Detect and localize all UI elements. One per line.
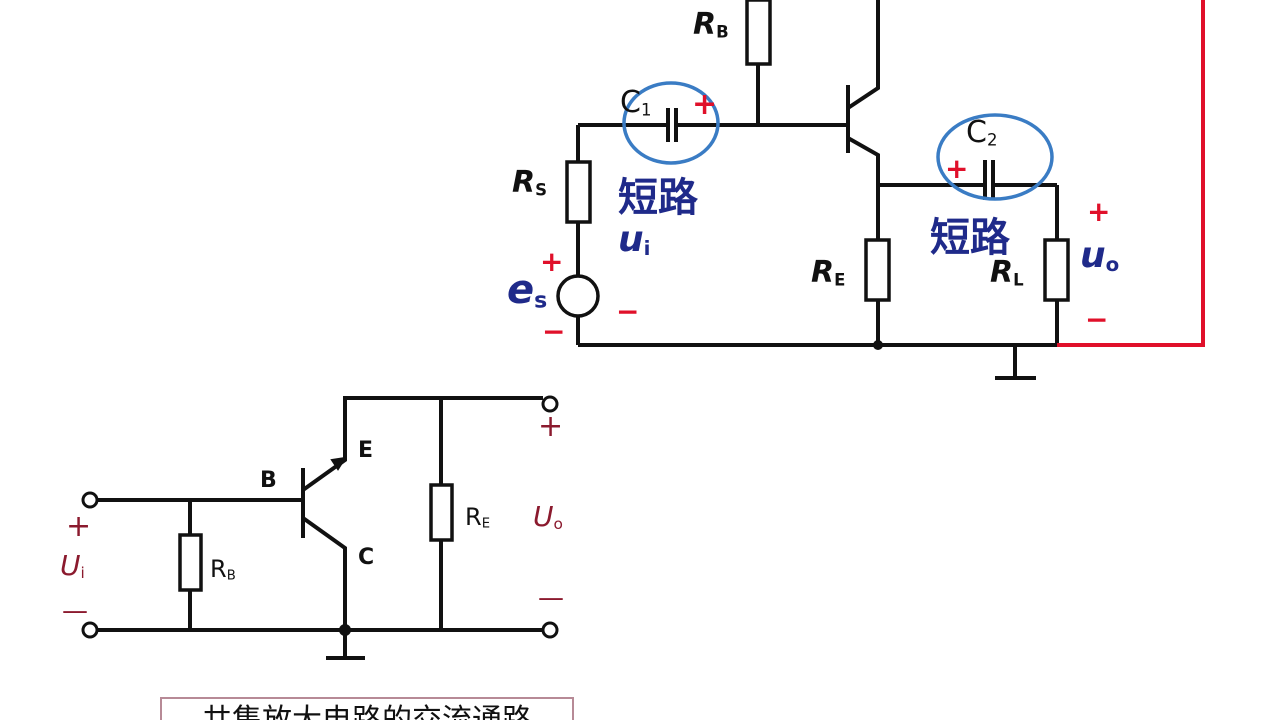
ui-minus-bottom: — (62, 596, 88, 626)
c1-plus: + (692, 87, 718, 122)
label-es: es (507, 267, 548, 314)
label-uo: uo (1080, 235, 1120, 276)
bottom-circuit-wires (97, 396, 543, 660)
resistor-rs (565, 160, 592, 224)
ui-plus: + (66, 509, 92, 544)
resistor-rb-bottom (178, 533, 203, 592)
es-minus: − (542, 315, 566, 348)
top-circuit-wires (576, 0, 1059, 380)
ui-minus: − (616, 295, 640, 328)
label-rs: RS (512, 165, 547, 200)
label-ui-bottom: Ui (60, 549, 85, 583)
label-rb: RB (693, 7, 729, 42)
label-c1: C1 (620, 85, 652, 120)
terminal-output-bottom (541, 621, 559, 639)
resistor-re (864, 238, 891, 302)
short-circuit-label-1: 短路 (618, 175, 698, 221)
label-b: B (260, 468, 277, 493)
label-rb-bottom: RB (210, 555, 236, 584)
c2-plus: + (945, 152, 969, 185)
highlight-c2 (936, 113, 1054, 201)
label-uo-bottom: Uo (533, 500, 563, 534)
label-e: E (358, 438, 374, 463)
es-plus: + (540, 245, 564, 278)
resistor-rl (1043, 238, 1070, 302)
label-c2: C2 (966, 115, 998, 150)
resistor-re-bottom (429, 483, 454, 542)
resistor-rb (745, 0, 772, 66)
terminal-output-top (541, 395, 559, 413)
uo-minus: − (1085, 303, 1109, 336)
label-re-bottom: RE (465, 503, 491, 532)
terminal-input-bottom (81, 621, 99, 639)
label-re: RE (811, 255, 846, 290)
uo-plus-bottom: + (538, 409, 564, 444)
highlight-c1 (622, 81, 720, 165)
terminal-input-top (81, 491, 99, 509)
uo-minus-bottom: — (538, 583, 564, 613)
label-rl: RL (990, 255, 1024, 290)
voltage-source (556, 274, 600, 318)
label-ui: ui (618, 219, 651, 260)
figure-caption: 共集放大电路的交流通路 (160, 697, 574, 720)
label-c: C (358, 545, 375, 570)
red-output-wire (1057, 0, 1205, 347)
short-circuit-label-2: 短路 (930, 215, 1010, 261)
uo-plus: + (1087, 195, 1111, 228)
